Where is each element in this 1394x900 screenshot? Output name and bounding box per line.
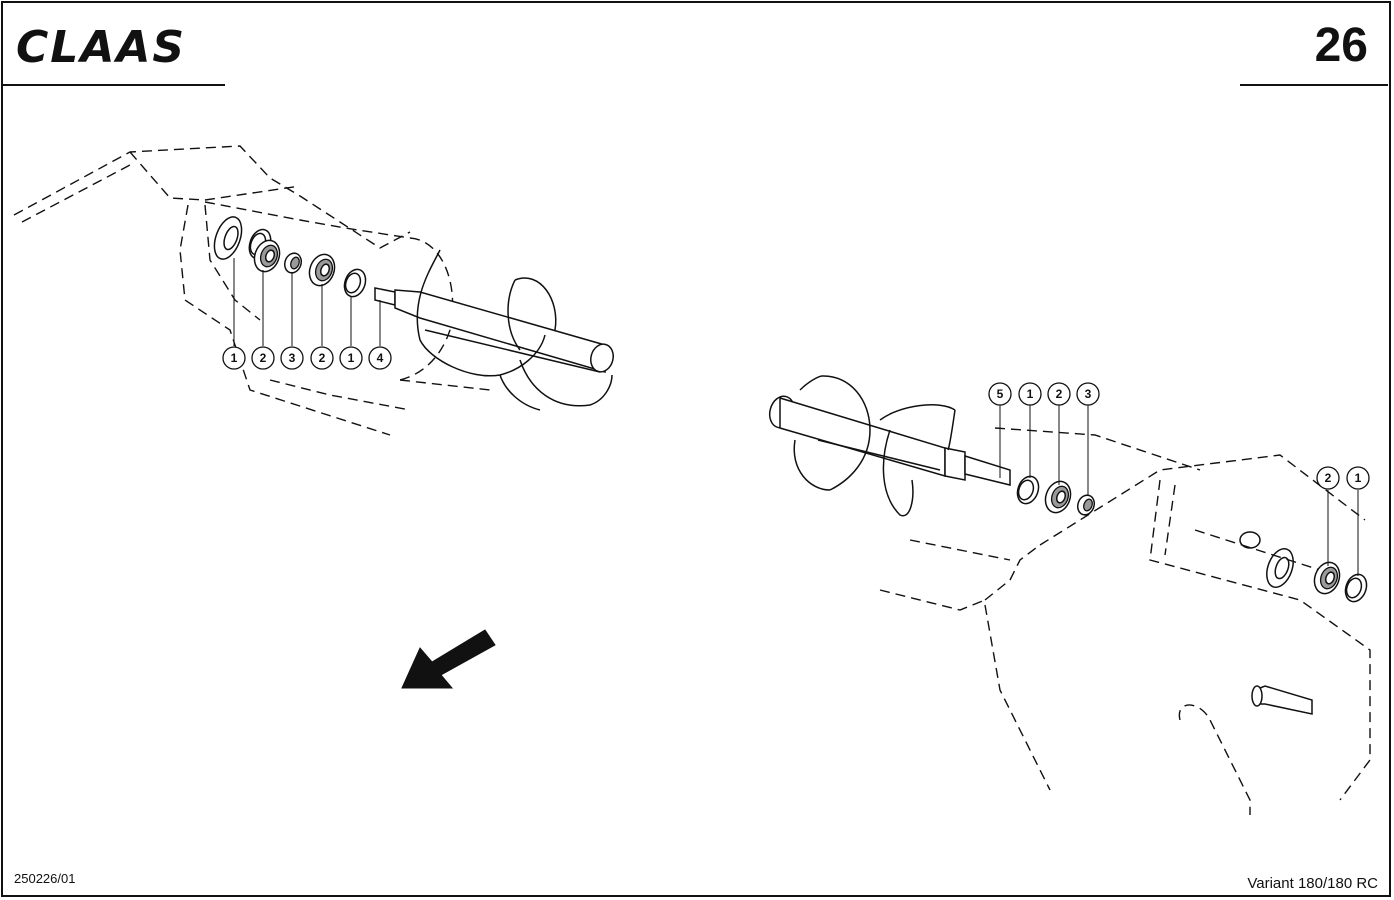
right-callout-leaders bbox=[999, 405, 1359, 576]
document-id: 250226/01 bbox=[14, 871, 76, 886]
svg-text:2: 2 bbox=[319, 351, 326, 365]
left-auger-shaft bbox=[374, 249, 614, 411]
left-bearing-2a bbox=[253, 239, 281, 273]
right-callout-3: 3 bbox=[1076, 382, 1100, 406]
left-callout-leaders bbox=[233, 258, 381, 346]
left-callout-2b: 2 bbox=[310, 346, 334, 370]
right-callout-1-side: 1 bbox=[1346, 466, 1370, 490]
right-housing-outline bbox=[879, 427, 1371, 815]
left-bearing-2b bbox=[308, 253, 336, 287]
right-circlip-1 bbox=[1016, 475, 1040, 505]
claas-logo: CLAAS bbox=[16, 22, 186, 66]
svg-text:5: 5 bbox=[997, 387, 1004, 401]
svg-text:4: 4 bbox=[377, 351, 384, 365]
direction-arrow bbox=[401, 629, 496, 689]
left-callout-1: 1 bbox=[222, 346, 246, 370]
right-spacer-3 bbox=[1076, 494, 1096, 516]
right-callout-2-side: 2 bbox=[1316, 466, 1340, 490]
header-rule-left bbox=[3, 84, 225, 86]
right-circlip-1-side bbox=[1344, 573, 1368, 603]
right-callout-5: 5 bbox=[988, 382, 1012, 406]
svg-text:2: 2 bbox=[1056, 387, 1063, 401]
svg-text:2: 2 bbox=[260, 351, 267, 365]
svg-text:2: 2 bbox=[1325, 471, 1332, 485]
left-spacer-3 bbox=[283, 252, 303, 274]
page-number: 26 bbox=[1314, 19, 1368, 72]
svg-text:1: 1 bbox=[1027, 387, 1034, 401]
svg-text:3: 3 bbox=[1085, 387, 1092, 401]
left-callout-4: 4 bbox=[368, 346, 392, 370]
left-circlip-1b bbox=[343, 268, 367, 298]
left-housing-outline bbox=[13, 145, 491, 436]
svg-text:3: 3 bbox=[289, 351, 296, 365]
svg-text:1: 1 bbox=[1355, 471, 1362, 485]
model-label: Variant 180/180 RC bbox=[1247, 875, 1378, 892]
claas-logo-text: CLAAS bbox=[16, 22, 186, 66]
right-bearing-2 bbox=[1044, 480, 1072, 514]
svg-text:1: 1 bbox=[231, 351, 238, 365]
svg-text:1: 1 bbox=[348, 351, 355, 365]
right-auger-shaft bbox=[768, 375, 1011, 517]
header-rule-right bbox=[1240, 84, 1388, 86]
left-callout-3: 3 bbox=[280, 346, 304, 370]
left-callout-1b: 1 bbox=[339, 346, 363, 370]
right-bearing-2-side bbox=[1313, 561, 1341, 595]
right-callout-1: 1 bbox=[1018, 382, 1042, 406]
left-callout-2: 2 bbox=[251, 346, 275, 370]
right-callout-2: 2 bbox=[1047, 382, 1071, 406]
